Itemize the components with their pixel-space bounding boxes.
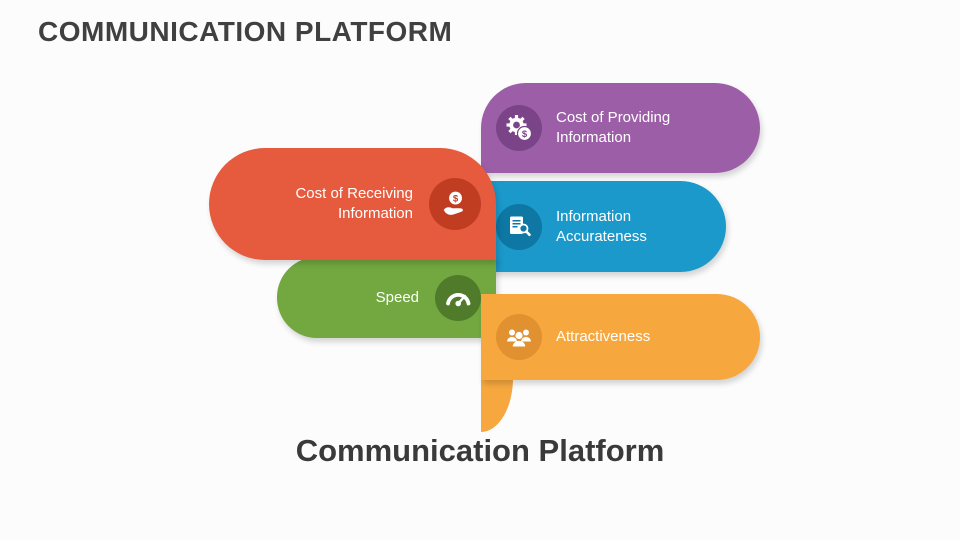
people-group-icon: [496, 314, 542, 360]
slide-caption: Communication Platform: [295, 433, 665, 468]
petal-cost-of-providing-information: $ Cost of Providing Information: [481, 83, 760, 173]
petal-label: Cost of Receiving Information: [295, 185, 413, 222]
svg-text:$: $: [453, 194, 459, 205]
svg-text:$: $: [522, 129, 528, 140]
slide-title: COMMUNICATION PLATFORM: [38, 16, 453, 47]
petal-label: Information Accurateness: [556, 207, 647, 245]
hand-dollar-icon: $: [429, 178, 481, 230]
petal-label: Speed: [375, 288, 419, 306]
petal-information-accurateness: Information Accurateness: [481, 181, 726, 272]
petal-label: Cost of Providing Information: [556, 109, 671, 146]
petal-speed: Speed: [277, 257, 496, 338]
diagram-tail: [481, 378, 513, 432]
gear-dollar-icon: $: [496, 105, 542, 151]
speedometer-icon: [435, 274, 481, 321]
petal-attractiveness: Attractiveness: [481, 294, 760, 380]
petal-cost-of-receiving-information: Cost of Receiving Information $: [209, 148, 496, 260]
petal-label: Attractiveness: [556, 328, 651, 345]
document-search-icon: [496, 203, 542, 250]
